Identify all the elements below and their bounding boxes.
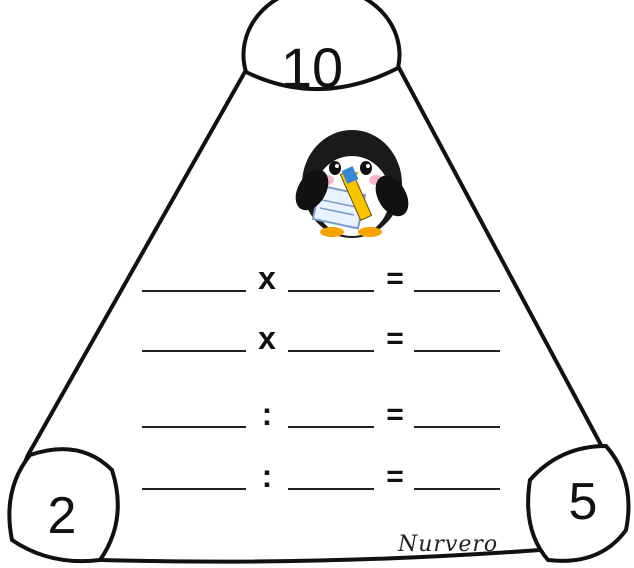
- equals-sign: =: [380, 324, 410, 354]
- multiply-operator: x: [252, 322, 282, 354]
- equals-sign: =: [380, 264, 410, 294]
- blank-dividend[interactable]: [142, 426, 246, 428]
- blank-factor-2[interactable]: [288, 290, 374, 292]
- divide-operator: :: [252, 398, 282, 430]
- blank-factor-1[interactable]: [142, 290, 246, 292]
- multiply-operator: x: [252, 262, 282, 294]
- left-number: 2: [22, 490, 102, 542]
- blank-factor-2[interactable]: [288, 350, 374, 352]
- blank-quotient[interactable]: [414, 426, 500, 428]
- blank-quotient[interactable]: [414, 488, 500, 490]
- penguin-icon: [289, 130, 415, 238]
- equation-row: x =: [142, 258, 504, 298]
- blank-dividend[interactable]: [142, 488, 246, 490]
- right-number: 5: [538, 476, 628, 528]
- blank-result[interactable]: [414, 290, 500, 292]
- equals-sign: =: [380, 400, 410, 430]
- equation-row: : =: [142, 394, 504, 434]
- blank-divisor[interactable]: [288, 426, 374, 428]
- blank-divisor[interactable]: [288, 488, 374, 490]
- equation-row: : =: [142, 456, 504, 496]
- equals-sign: =: [380, 462, 410, 492]
- divide-operator: :: [252, 460, 282, 492]
- blank-factor-1[interactable]: [142, 350, 246, 352]
- author-signature: Nurvero: [398, 532, 498, 557]
- equation-row: x =: [142, 318, 504, 358]
- blank-result[interactable]: [414, 350, 500, 352]
- top-number: 10: [262, 40, 362, 96]
